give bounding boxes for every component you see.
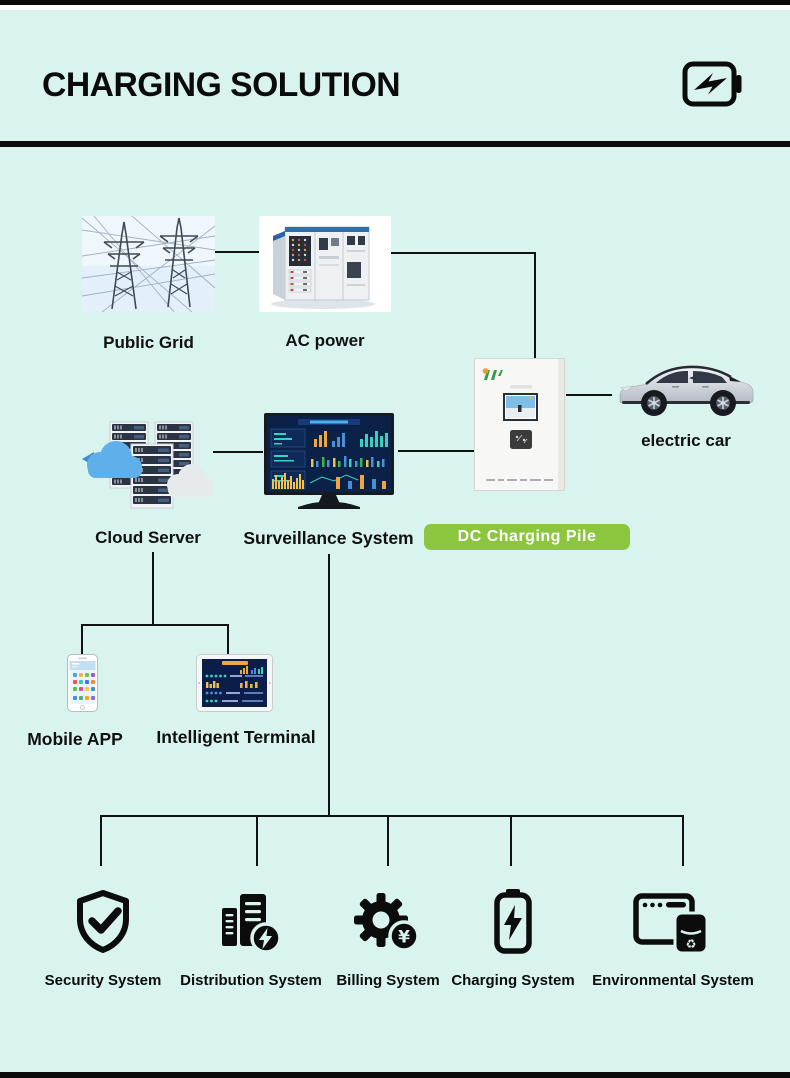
bottom-black-bar [0, 1072, 790, 1078]
subsystem-security: Security System [33, 886, 173, 989]
subsystem-charging: Charging System [443, 886, 583, 989]
connector-cloud-down [152, 552, 154, 626]
battery-lightning-icon [443, 886, 583, 956]
connector-subsystems-h [100, 815, 684, 817]
connector-surveillance-pile [398, 450, 476, 452]
connector-surveillance-down [328, 554, 330, 816]
subsystem-label: Security System [44, 972, 162, 989]
gear-yuan-icon: ¥ [318, 886, 458, 956]
connector-pile-car [566, 394, 612, 396]
connector-drop-billing [387, 815, 389, 866]
svg-text:¥: ¥ [398, 928, 410, 948]
power-distribution-icon [176, 886, 326, 956]
monitor-recycle-icon: ♻ [588, 886, 758, 956]
public-grid-image [81, 215, 216, 317]
mobile-app-image [67, 654, 98, 717]
public-grid-label: Public Grid [103, 333, 194, 352]
subsystem-distribution: Distribution System [176, 886, 326, 989]
intelligent-terminal-image [196, 654, 273, 717]
ac-power-image [259, 216, 391, 317]
svg-text:♻: ♻ [686, 937, 697, 951]
electric-car-image [612, 357, 758, 426]
subsystem-label: Environmental System [592, 972, 754, 989]
subsystem-environmental: ♻ Environmental System [588, 886, 758, 989]
top-black-bar [0, 0, 790, 5]
cloud-server-label: Cloud Server [95, 528, 201, 547]
cloud-server-image [78, 414, 218, 515]
connector-drop-terminal [227, 624, 229, 654]
connector-acpower-pile-h [391, 252, 536, 254]
connector-app-terminal-h [81, 624, 229, 626]
subsystem-label: Distribution System [180, 972, 322, 989]
electric-car-label: electric car [641, 431, 731, 450]
mobile-app-label: Mobile APP [27, 729, 123, 749]
connector-drop-security [100, 815, 102, 866]
ac-power-label: AC power [285, 331, 365, 350]
surveillance-system-label: Surveillance System [243, 528, 414, 548]
connector-drop-mobileapp [81, 624, 83, 656]
title-divider [0, 141, 790, 147]
dc-charging-pile-image [474, 358, 565, 496]
connector-drop-distribution [256, 815, 258, 866]
subsystem-label: Charging System [451, 972, 575, 989]
connector-drop-environmental [682, 815, 684, 866]
page-title: CHARGING SOLUTION [42, 66, 401, 104]
intelligent-terminal-label: Intelligent Terminal [156, 727, 316, 747]
connector-acpower-pile-v [534, 252, 536, 358]
shield-check-icon [33, 886, 173, 956]
connector-cloud-surveillance [213, 451, 263, 453]
dc-charging-pile-badge: DC Charging Pile [424, 524, 630, 550]
connector-grid-acpower [213, 251, 261, 253]
battery-charging-icon [682, 61, 744, 114]
connector-drop-charging [510, 815, 512, 866]
subsystem-label: Billing System [336, 972, 440, 989]
subsystem-billing: ¥ Billing System [318, 886, 458, 989]
surveillance-system-image [264, 411, 394, 514]
